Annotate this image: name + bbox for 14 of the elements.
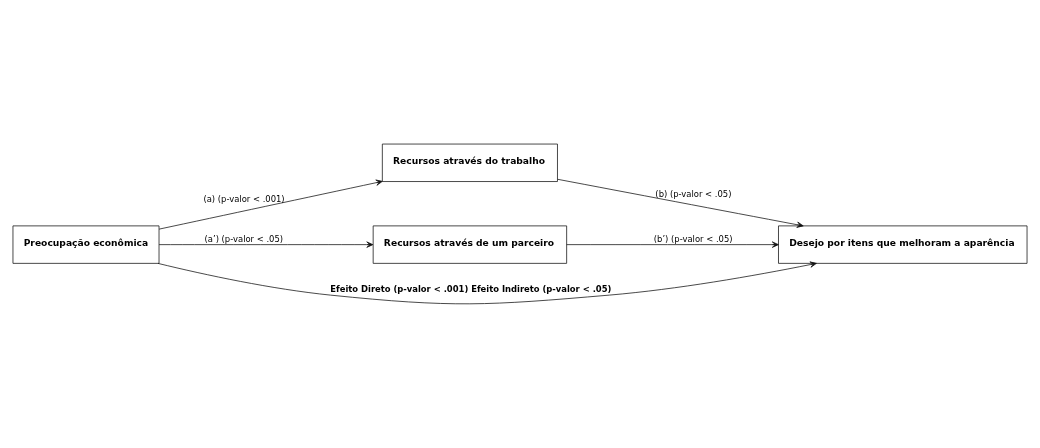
arrow xyxy=(158,179,383,230)
edge-label: (a) (p-valor < .001) xyxy=(203,193,285,204)
edge-label: (b) (p-valor < .05) xyxy=(655,189,732,200)
node-box: Recursos através de um parceiro xyxy=(372,225,568,264)
edge-label: Efeito Direto (p-valor < .001) Efeito Indireto (p-valor < .05) xyxy=(330,283,612,294)
edge-label: (b’) (p-valor < .05) xyxy=(653,234,733,245)
node-box: Recursos através do trabalho xyxy=(381,143,558,182)
edge-label: (a’) (p-valor < .05) xyxy=(204,234,284,245)
arrow xyxy=(158,241,374,248)
node-box: Preocupação econômica xyxy=(12,225,160,264)
arrow xyxy=(157,261,817,305)
arrow xyxy=(566,241,779,248)
arrow xyxy=(557,178,804,228)
node-box: Desejo por itens que melhoram a aparência xyxy=(778,225,1028,264)
